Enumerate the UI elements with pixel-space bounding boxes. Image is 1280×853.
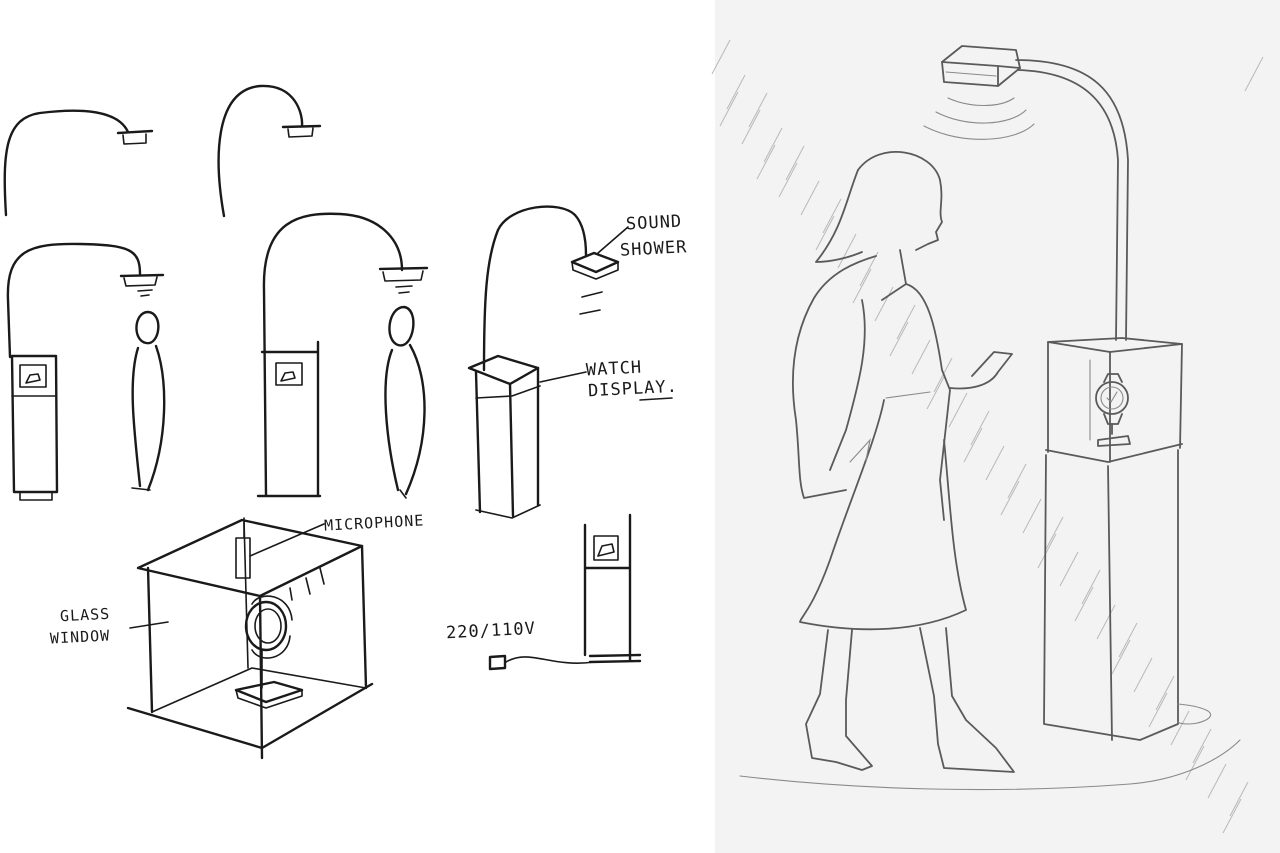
hatch-stroke bbox=[1185, 745, 1205, 781]
power-plug-icon bbox=[488, 654, 507, 671]
hatch-stroke bbox=[874, 286, 894, 322]
floor-line bbox=[739, 739, 1241, 791]
hatch-stroke bbox=[719, 91, 739, 127]
hatch-stroke bbox=[1148, 692, 1168, 728]
hatch-stroke bbox=[837, 233, 857, 269]
hatch-stroke bbox=[1222, 798, 1242, 834]
hatch-stroke bbox=[822, 198, 842, 234]
hatch-stroke bbox=[889, 321, 909, 357]
hatch-stroke bbox=[1244, 56, 1264, 92]
hatch-stroke bbox=[1037, 533, 1057, 569]
arched-pole bbox=[1015, 59, 1129, 341]
sketch-arch-1 bbox=[3, 109, 154, 217]
hatch-stroke bbox=[1044, 516, 1064, 552]
sketch-display-person-1 bbox=[6, 242, 166, 501]
hatch-stroke bbox=[1133, 657, 1153, 693]
hatch-stroke bbox=[970, 410, 990, 446]
display-column bbox=[1043, 337, 1212, 741]
hatch-stroke bbox=[1059, 551, 1079, 587]
sketch-display-person-2 bbox=[256, 212, 429, 499]
hatch-stroke bbox=[985, 445, 1005, 481]
hatch-stroke bbox=[748, 92, 768, 128]
hatch-stroke bbox=[711, 39, 731, 75]
woman-figure bbox=[792, 150, 1015, 773]
hatch-stroke bbox=[1000, 480, 1020, 516]
hatch-stroke bbox=[1192, 728, 1212, 764]
hatch-stroke bbox=[1096, 604, 1116, 640]
wristwatch-icon bbox=[1095, 373, 1131, 447]
hatch-stroke bbox=[911, 339, 931, 375]
hatch-stroke bbox=[948, 392, 968, 428]
hatch-stroke bbox=[1081, 569, 1101, 605]
hatch-stroke bbox=[726, 74, 746, 110]
hatch-stroke bbox=[1022, 498, 1042, 534]
hatch-stroke bbox=[963, 427, 983, 463]
hatch-stroke bbox=[800, 180, 820, 216]
hatch-stroke bbox=[1074, 586, 1094, 622]
hatch-stroke bbox=[859, 251, 879, 287]
sketch-power-display bbox=[488, 513, 642, 671]
hatch-stroke bbox=[1229, 781, 1249, 817]
hatch-stroke bbox=[763, 127, 783, 163]
hatch-stroke bbox=[896, 304, 916, 340]
hatch-stroke bbox=[815, 215, 835, 251]
sketch-tall-display bbox=[467, 205, 673, 519]
hatch-stroke bbox=[852, 268, 872, 304]
hatch-stroke bbox=[1111, 639, 1131, 675]
hatch-stroke bbox=[785, 145, 805, 181]
hatch-stroke bbox=[1207, 763, 1227, 799]
hatch-stroke bbox=[926, 374, 946, 410]
hatch-stroke bbox=[1170, 710, 1190, 746]
hatch-stroke bbox=[933, 357, 953, 393]
hatch-stroke bbox=[778, 162, 798, 198]
hatch-stroke bbox=[1007, 463, 1027, 499]
hatch-stroke bbox=[1155, 675, 1175, 711]
hatch-stroke bbox=[1118, 622, 1138, 658]
sketch-glass-cube bbox=[126, 517, 374, 760]
background-hatching bbox=[711, 39, 1264, 834]
hatch-stroke bbox=[741, 109, 761, 145]
hatch-stroke bbox=[756, 144, 776, 180]
speaker-dome-icon bbox=[923, 45, 1035, 140]
sketch-arch-2 bbox=[217, 84, 322, 218]
